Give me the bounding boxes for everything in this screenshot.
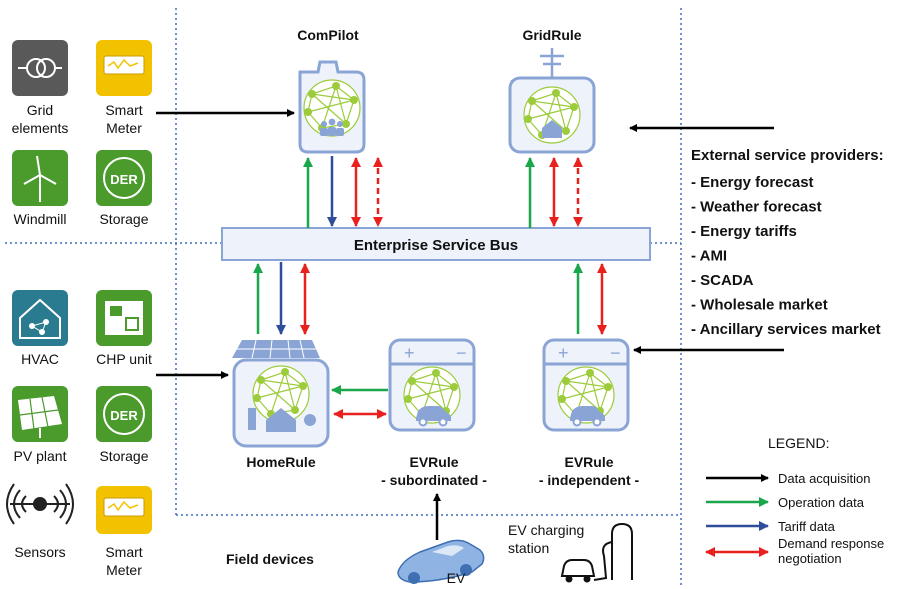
- enterprise-service-bus: Enterprise Service Bus: [221, 227, 651, 261]
- external-item: - Energy tariffs: [691, 223, 797, 240]
- legend-title: LEGEND:: [768, 435, 829, 451]
- storage-top-label: Storage: [99, 211, 148, 227]
- compilot-node: [298, 60, 366, 154]
- dotted-boundaries: [5, 8, 682, 585]
- grid-elements-device: Grid elements: [12, 40, 69, 136]
- legend-label: Data acquisition: [778, 471, 871, 486]
- evrule-subordinated-node: + −: [388, 338, 476, 432]
- grid-elements-label-2: elements: [12, 120, 69, 136]
- field-devices-label: Field devices: [226, 551, 314, 567]
- gridrule-node: [508, 48, 596, 154]
- hvac-label: HVAC: [21, 351, 59, 367]
- car-icon: [397, 539, 485, 584]
- homerule-node: [232, 339, 330, 448]
- smart-meter-top-device: Smart Meter: [96, 40, 152, 136]
- external-item: - Ancillary services market: [691, 321, 881, 338]
- home-appliances-icon: [248, 408, 316, 432]
- ev-charging-label-2: station: [508, 540, 549, 556]
- svg-text:−: −: [456, 343, 467, 363]
- sensors-label: Sensors: [14, 544, 65, 560]
- sensor-icon: [6, 483, 74, 525]
- smart-meter-top-label-2: Meter: [106, 120, 142, 136]
- homerule-title: HomeRule: [246, 454, 315, 470]
- sensors-device: Sensors: [6, 483, 74, 560]
- external-item: - AMI: [691, 248, 727, 265]
- storage-top-device: DER Storage: [96, 150, 152, 227]
- evrule-sub-title-1: EVRule: [409, 454, 458, 470]
- smart-meter-bottom-device: Smart Meter: [96, 486, 152, 578]
- people-icon: [320, 118, 344, 136]
- legend-label: negotiation: [778, 551, 842, 566]
- hvac-device: HVAC: [12, 290, 68, 367]
- windmill-label: Windmill: [14, 211, 67, 227]
- ev-charging-label-1: EV charging: [508, 522, 584, 538]
- evrule-independent-node: + −: [542, 338, 630, 432]
- gridrule-title: GridRule: [522, 27, 581, 43]
- evrule-ind-title-2: - independent -: [539, 472, 640, 488]
- ev-car: EV: [397, 539, 485, 586]
- compilot-title: ComPilot: [297, 27, 359, 43]
- smart-meter-bottom-label-1: Smart: [105, 544, 142, 560]
- legend-label: Demand response: [778, 536, 884, 551]
- svg-text:+: +: [558, 343, 569, 363]
- external-title: External service providers:: [691, 147, 884, 164]
- storage-bottom-device: DER Storage: [96, 386, 152, 464]
- esb-label: Enterprise Service Bus: [354, 237, 518, 254]
- external-item: - Wholesale market: [691, 297, 828, 314]
- legend-label: Operation data: [778, 495, 865, 510]
- storage-bottom-label: Storage: [99, 448, 148, 464]
- small-car-icon: [560, 559, 596, 583]
- external-item: - SCADA: [691, 272, 754, 289]
- evrule-ind-title-1: EVRule: [564, 454, 613, 470]
- windmill-device: Windmill: [12, 150, 68, 227]
- chp-unit-label: CHP unit: [96, 351, 152, 367]
- chp-unit-device: CHP unit: [96, 290, 152, 367]
- external-item: - Energy forecast: [691, 174, 814, 191]
- pv-plant-label: PV plant: [14, 448, 67, 464]
- der-badge-top: DER: [110, 172, 138, 187]
- charging-station-icon: [593, 522, 633, 581]
- external-providers: External service providers: - Energy for…: [691, 147, 884, 338]
- external-item: - Weather forecast: [691, 199, 822, 216]
- legend-label: Tariff data: [778, 519, 836, 534]
- smart-meter-top-label-1: Smart: [105, 102, 142, 118]
- house-icon: [542, 120, 562, 138]
- svg-text:−: −: [610, 343, 621, 363]
- grid-elements-label-1: Grid: [27, 102, 53, 118]
- smart-meter-bottom-label-2: Meter: [106, 562, 142, 578]
- grid-elements-icon: [12, 40, 68, 96]
- svg-text:+: +: [404, 343, 415, 363]
- hvac-icon: [12, 290, 68, 346]
- pv-plant-device: PV plant: [12, 386, 68, 464]
- ev-label: EV: [447, 570, 466, 586]
- der-badge-bottom: DER: [110, 408, 138, 423]
- flow-arrows: [156, 109, 784, 540]
- evrule-sub-title-2: - subordinated -: [381, 472, 487, 488]
- ev-charging-station: EV charging station: [508, 522, 633, 583]
